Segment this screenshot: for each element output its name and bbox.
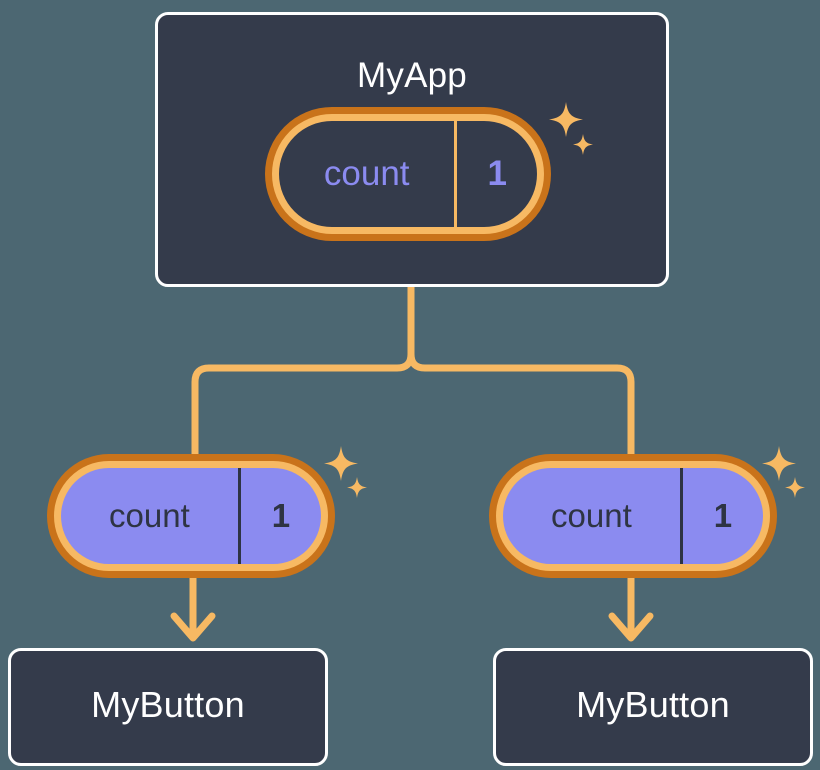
sparkle-four-point-small-icon	[785, 477, 805, 498]
connector-left-branch	[191, 341, 415, 458]
state-pill-face: count 1	[279, 121, 537, 227]
component-title-myapp: MyApp	[357, 56, 467, 95]
arrow-down-icon-left	[170, 612, 216, 642]
state-value-label: 1	[454, 121, 537, 227]
state-pill-branch-right[interactable]: count 1	[489, 454, 777, 578]
state-key-label: count	[109, 497, 190, 534]
arrow-down-icon-right	[608, 612, 654, 642]
state-pill-myapp[interactable]: count 1	[265, 107, 551, 241]
sparkle-four-point-icon	[324, 446, 358, 481]
component-card-button-right[interactable]: MyButton	[493, 648, 813, 766]
state-pill-face: count 1	[61, 468, 321, 564]
sparkle-four-point-icon	[762, 446, 796, 481]
state-pill-face: count 1	[503, 468, 763, 564]
component-title-button-left: MyButton	[91, 684, 245, 725]
state-pill-branch-left[interactable]: count 1	[47, 454, 335, 578]
state-key-label: count	[551, 497, 632, 534]
sparkle-four-point-small-icon	[347, 477, 367, 498]
component-title-button-right: MyButton	[576, 684, 730, 725]
state-pill-inner-ring: count 1	[54, 461, 328, 571]
connector-right-branch	[407, 341, 635, 458]
state-pill-inner-ring: count 1	[496, 461, 770, 571]
state-key-label: count	[323, 154, 410, 193]
state-pill-inner-ring: count 1	[272, 114, 544, 234]
state-value-label: 1	[679, 468, 763, 564]
component-card-button-left[interactable]: MyButton	[8, 648, 328, 766]
state-value-label: 1	[237, 468, 321, 564]
